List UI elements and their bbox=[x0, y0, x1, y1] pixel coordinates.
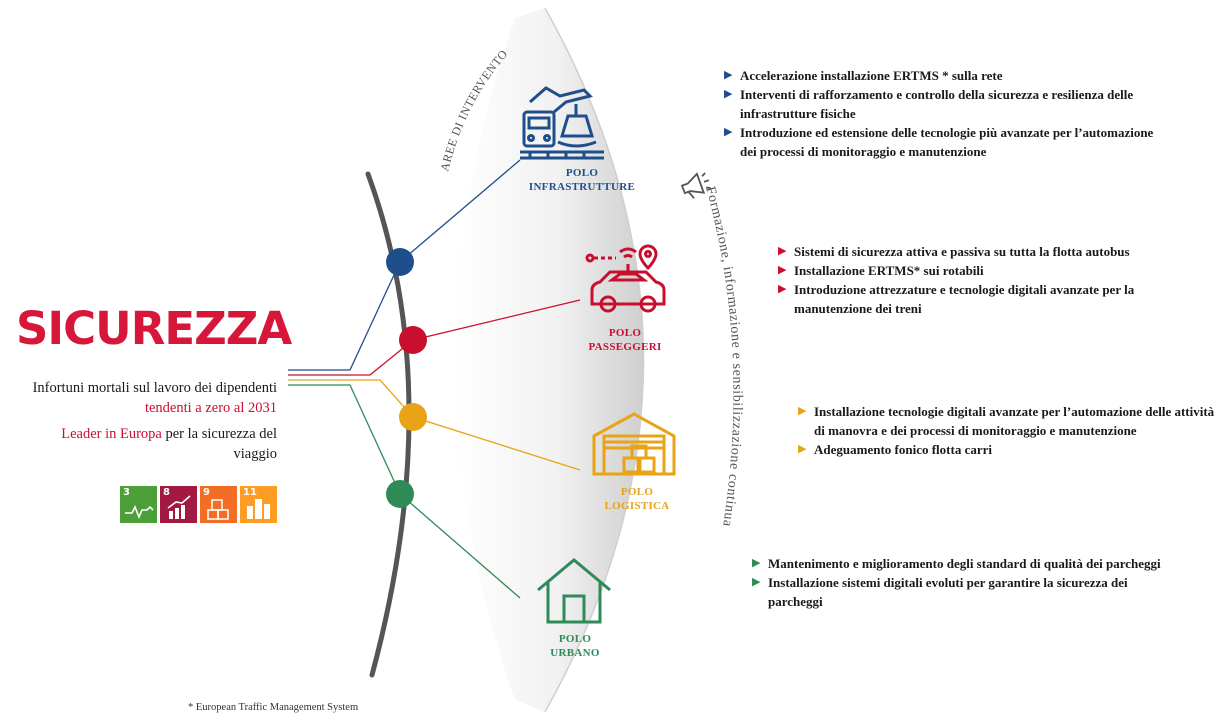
subtitle-line1: Infortuni mortali sul lavoro dei dipende… bbox=[33, 378, 277, 398]
warehouse-icon bbox=[592, 412, 676, 476]
sdg-number: 11 bbox=[243, 487, 257, 498]
sdg-badge-9: 9 bbox=[200, 486, 237, 523]
polo-label-line2: LOGISTICA bbox=[604, 500, 670, 512]
transport-modes-icon bbox=[520, 86, 604, 160]
triangle-bullet-icon: ▶ bbox=[724, 69, 733, 81]
dot-infrastrutture bbox=[386, 248, 414, 276]
bullet-item: ▶ Installazione sistemi digitali evoluti … bbox=[752, 573, 1172, 611]
subtitle-line3-text: per la sicurezza del bbox=[161, 426, 278, 442]
polo-label-line2: INFRASTRUTTURE bbox=[528, 181, 636, 193]
intervention-sector bbox=[455, 8, 644, 712]
sdg-badge-8: 8 bbox=[160, 486, 197, 523]
triangle-bullet-icon: ▶ bbox=[798, 405, 807, 417]
subtitle-line2: tendenti a zero al 2031 bbox=[145, 398, 277, 418]
connector-lines bbox=[288, 159, 581, 599]
polo-label-line1: POLO bbox=[558, 633, 592, 645]
bullets-infrastrutture: ▶ Accelerazione installazione ERTMS * sul… bbox=[724, 66, 1164, 161]
subtitle-highlight-zero: tendenti a zero al 2031 bbox=[144, 400, 277, 416]
subtitle-highlight-leader: Leader in Europa bbox=[61, 426, 162, 442]
bullets-urbano: ▶ Mantenimento e miglioramento degli stan… bbox=[752, 554, 1172, 611]
bullet-item: ▶ Accelerazione installazione ERTMS * sul… bbox=[724, 66, 1164, 85]
bullet-text: Interventi di rafforzamento e controllo … bbox=[740, 87, 1134, 121]
bullet-item: ▶ Installazione ERTMS* sui rotabili bbox=[778, 261, 1198, 280]
subtitle-line3: Leader in Europa per la sicurezza del bbox=[61, 424, 277, 444]
dot-passeggeri bbox=[399, 326, 427, 354]
subtitle-line1-text: Infortuni mortali sul lavoro dei dipende… bbox=[32, 380, 277, 396]
sdg-number: 9 bbox=[203, 487, 210, 498]
subtitle-line4: viaggio bbox=[234, 444, 278, 464]
triangle-bullet-icon: ▶ bbox=[752, 576, 761, 588]
heartbeat-icon bbox=[125, 505, 154, 520]
polo-label-line2: PASSEGGERI bbox=[588, 341, 662, 353]
bullet-item: ▶ Adeguamento fonico flotta carri bbox=[798, 440, 1218, 459]
bullets-passeggeri: ▶ Sistemi di sicurezza attiva e passiva s… bbox=[778, 242, 1198, 318]
triangle-bullet-icon: ▶ bbox=[778, 245, 787, 257]
bullet-item: ▶ Interventi di rafforzamento e controllo… bbox=[724, 85, 1164, 123]
triangle-bullet-icon: ▶ bbox=[724, 88, 733, 100]
bullet-text: Installazione sistemi digitali evoluti p… bbox=[768, 575, 1128, 609]
bullet-text: Mantenimento e miglioramento degli stand… bbox=[768, 556, 1161, 571]
polo-label-line2: URBANO bbox=[550, 647, 600, 659]
triangle-bullet-icon: ▶ bbox=[724, 126, 733, 138]
polo-label-line1: POLO bbox=[565, 167, 599, 179]
growth-chart-icon bbox=[167, 495, 191, 519]
megaphone-icon bbox=[680, 172, 711, 199]
bullet-item: ▶ Installazione tecnologie digitali avanz… bbox=[798, 402, 1218, 440]
industry-cubes-icon bbox=[207, 499, 229, 520]
outer-arc bbox=[544, 7, 645, 713]
polo-label-line1: POLO bbox=[620, 486, 654, 498]
bullet-item: ▶ Introduzione attrezzature e tecnologie … bbox=[778, 280, 1198, 318]
polo-label-urbano: POLO URBANO bbox=[520, 632, 630, 660]
arc-label-formazione: Formazione, informazione e sensibilizzaz… bbox=[702, 185, 744, 528]
triangle-bullet-icon: ▶ bbox=[778, 264, 787, 276]
polo-label-passeggeri: POLO PASSEGGERI bbox=[570, 326, 680, 354]
sdg-number: 3 bbox=[123, 487, 130, 498]
connected-car-icon bbox=[585, 244, 666, 313]
dot-logistica bbox=[399, 403, 427, 431]
svg-text:Formazione, informazione e sen: Formazione, informazione e sensibilizzaz… bbox=[702, 185, 744, 528]
dot-urbano bbox=[386, 480, 414, 508]
subtitle-line4-text: viaggio bbox=[233, 446, 278, 462]
bullets-logistica: ▶ Installazione tecnologie digitali avanz… bbox=[798, 402, 1218, 459]
bullet-text: Sistemi di sicurezza attiva e passiva su… bbox=[794, 244, 1130, 259]
bullet-text: Introduzione ed estensione delle tecnolo… bbox=[740, 125, 1154, 159]
sdg-number: 8 bbox=[163, 487, 170, 498]
sdg-badge-11: 11 bbox=[240, 486, 277, 523]
bullet-text: Accelerazione installazione ERTMS * sull… bbox=[740, 68, 1003, 83]
bullet-text: Installazione ERTMS* sui rotabili bbox=[794, 263, 984, 278]
bullet-item: ▶ Introduzione ed estensione delle tecnol… bbox=[724, 123, 1164, 161]
polo-label-logistica: POLO LOGISTICA bbox=[582, 485, 692, 513]
bullet-text: Installazione tecnologie digitali avanza… bbox=[814, 404, 1215, 438]
footnote: * European Traffic Management System bbox=[188, 702, 359, 713]
page-title: SICUREZZA bbox=[16, 302, 292, 355]
city-buildings-icon bbox=[247, 499, 270, 519]
triangle-bullet-icon: ▶ bbox=[752, 557, 761, 569]
triangle-bullet-icon: ▶ bbox=[798, 443, 807, 455]
triangle-bullet-icon: ▶ bbox=[778, 283, 787, 295]
polo-label-line1: POLO bbox=[608, 327, 642, 339]
bullet-text: Introduzione attrezzature e tecnologie d… bbox=[794, 282, 1135, 316]
bullet-text: Adeguamento fonico flotta carri bbox=[814, 442, 992, 457]
house-icon bbox=[537, 558, 611, 624]
sdg-badge-3: 3 bbox=[120, 486, 157, 523]
bullet-item: ▶ Sistemi di sicurezza attiva e passiva s… bbox=[778, 242, 1198, 261]
polo-label-infrastrutture: POLO INFRASTRUTTURE bbox=[512, 166, 652, 194]
bullet-item: ▶ Mantenimento e miglioramento degli stan… bbox=[752, 554, 1172, 573]
